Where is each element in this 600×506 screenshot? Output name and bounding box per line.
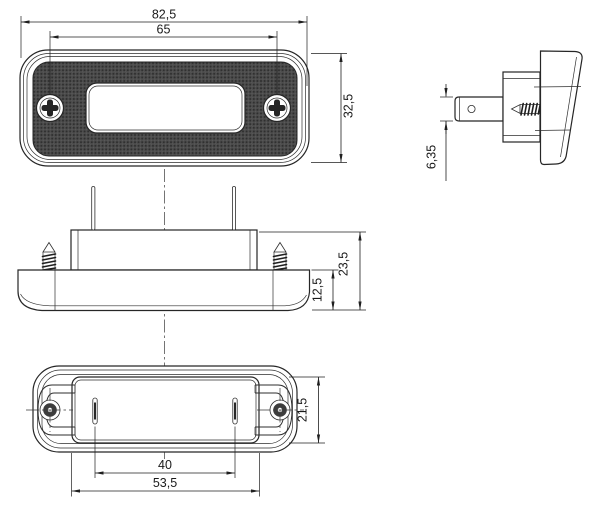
rear-lens-cutout-inner-line (74, 379, 257, 441)
phillips-screw-right (262, 93, 292, 123)
lens-base-inner-curve (20, 293, 307, 307)
dim-label-overall-depth: 23,5 (337, 252, 351, 276)
profile-lens-wedge (539, 50, 583, 166)
pin-slot-left (92, 397, 98, 425)
front-view: 82,5 65 32,5 (19, 8, 356, 167)
terminal-hole (467, 105, 476, 114)
lens-wedge-inner-line (560, 56, 577, 158)
dim-label-slot-spacing: 40 (158, 458, 172, 472)
lens-parting-line-lower (534, 129, 572, 131)
pin-slot-right (232, 397, 238, 425)
lens-window (85, 82, 246, 134)
contact-pin-left (91, 186, 96, 231)
phillips-screw-left (35, 93, 65, 123)
dim-label-window-width: 65 (157, 23, 171, 37)
dim-label-overall-width: 82,5 (152, 8, 176, 22)
lens-parting-line-upper (533, 86, 582, 88)
contact-pin-right (231, 186, 236, 231)
dim-label-cutout-width: 53,5 (153, 476, 177, 490)
rear-lens-cutout (71, 376, 260, 444)
front-second-outline (23, 53, 306, 163)
profile-body (502, 71, 541, 143)
lens-base (17, 269, 311, 312)
rear-view: 40 53,5 21,5 (26, 365, 325, 497)
housing-box (70, 229, 258, 271)
spade-terminal (454, 96, 504, 122)
dim-label-terminal-width: 6,35 (425, 145, 439, 169)
rear-second-outline (37, 369, 293, 449)
mounting-screw-right (272, 241, 288, 272)
mounting-screw-left (41, 241, 57, 272)
dim-label-overall-height: 32,5 (342, 94, 356, 118)
side-elevation-view: 23,5 12,5 (17, 186, 366, 312)
lens-window-inner-line (88, 85, 243, 131)
dim-label-cutout-height: 21,5 (296, 398, 310, 422)
front-third-outline (26, 56, 303, 160)
side-profile-view: 6,35 (425, 50, 583, 181)
dim-label-base-depth: 12,5 (311, 278, 325, 302)
